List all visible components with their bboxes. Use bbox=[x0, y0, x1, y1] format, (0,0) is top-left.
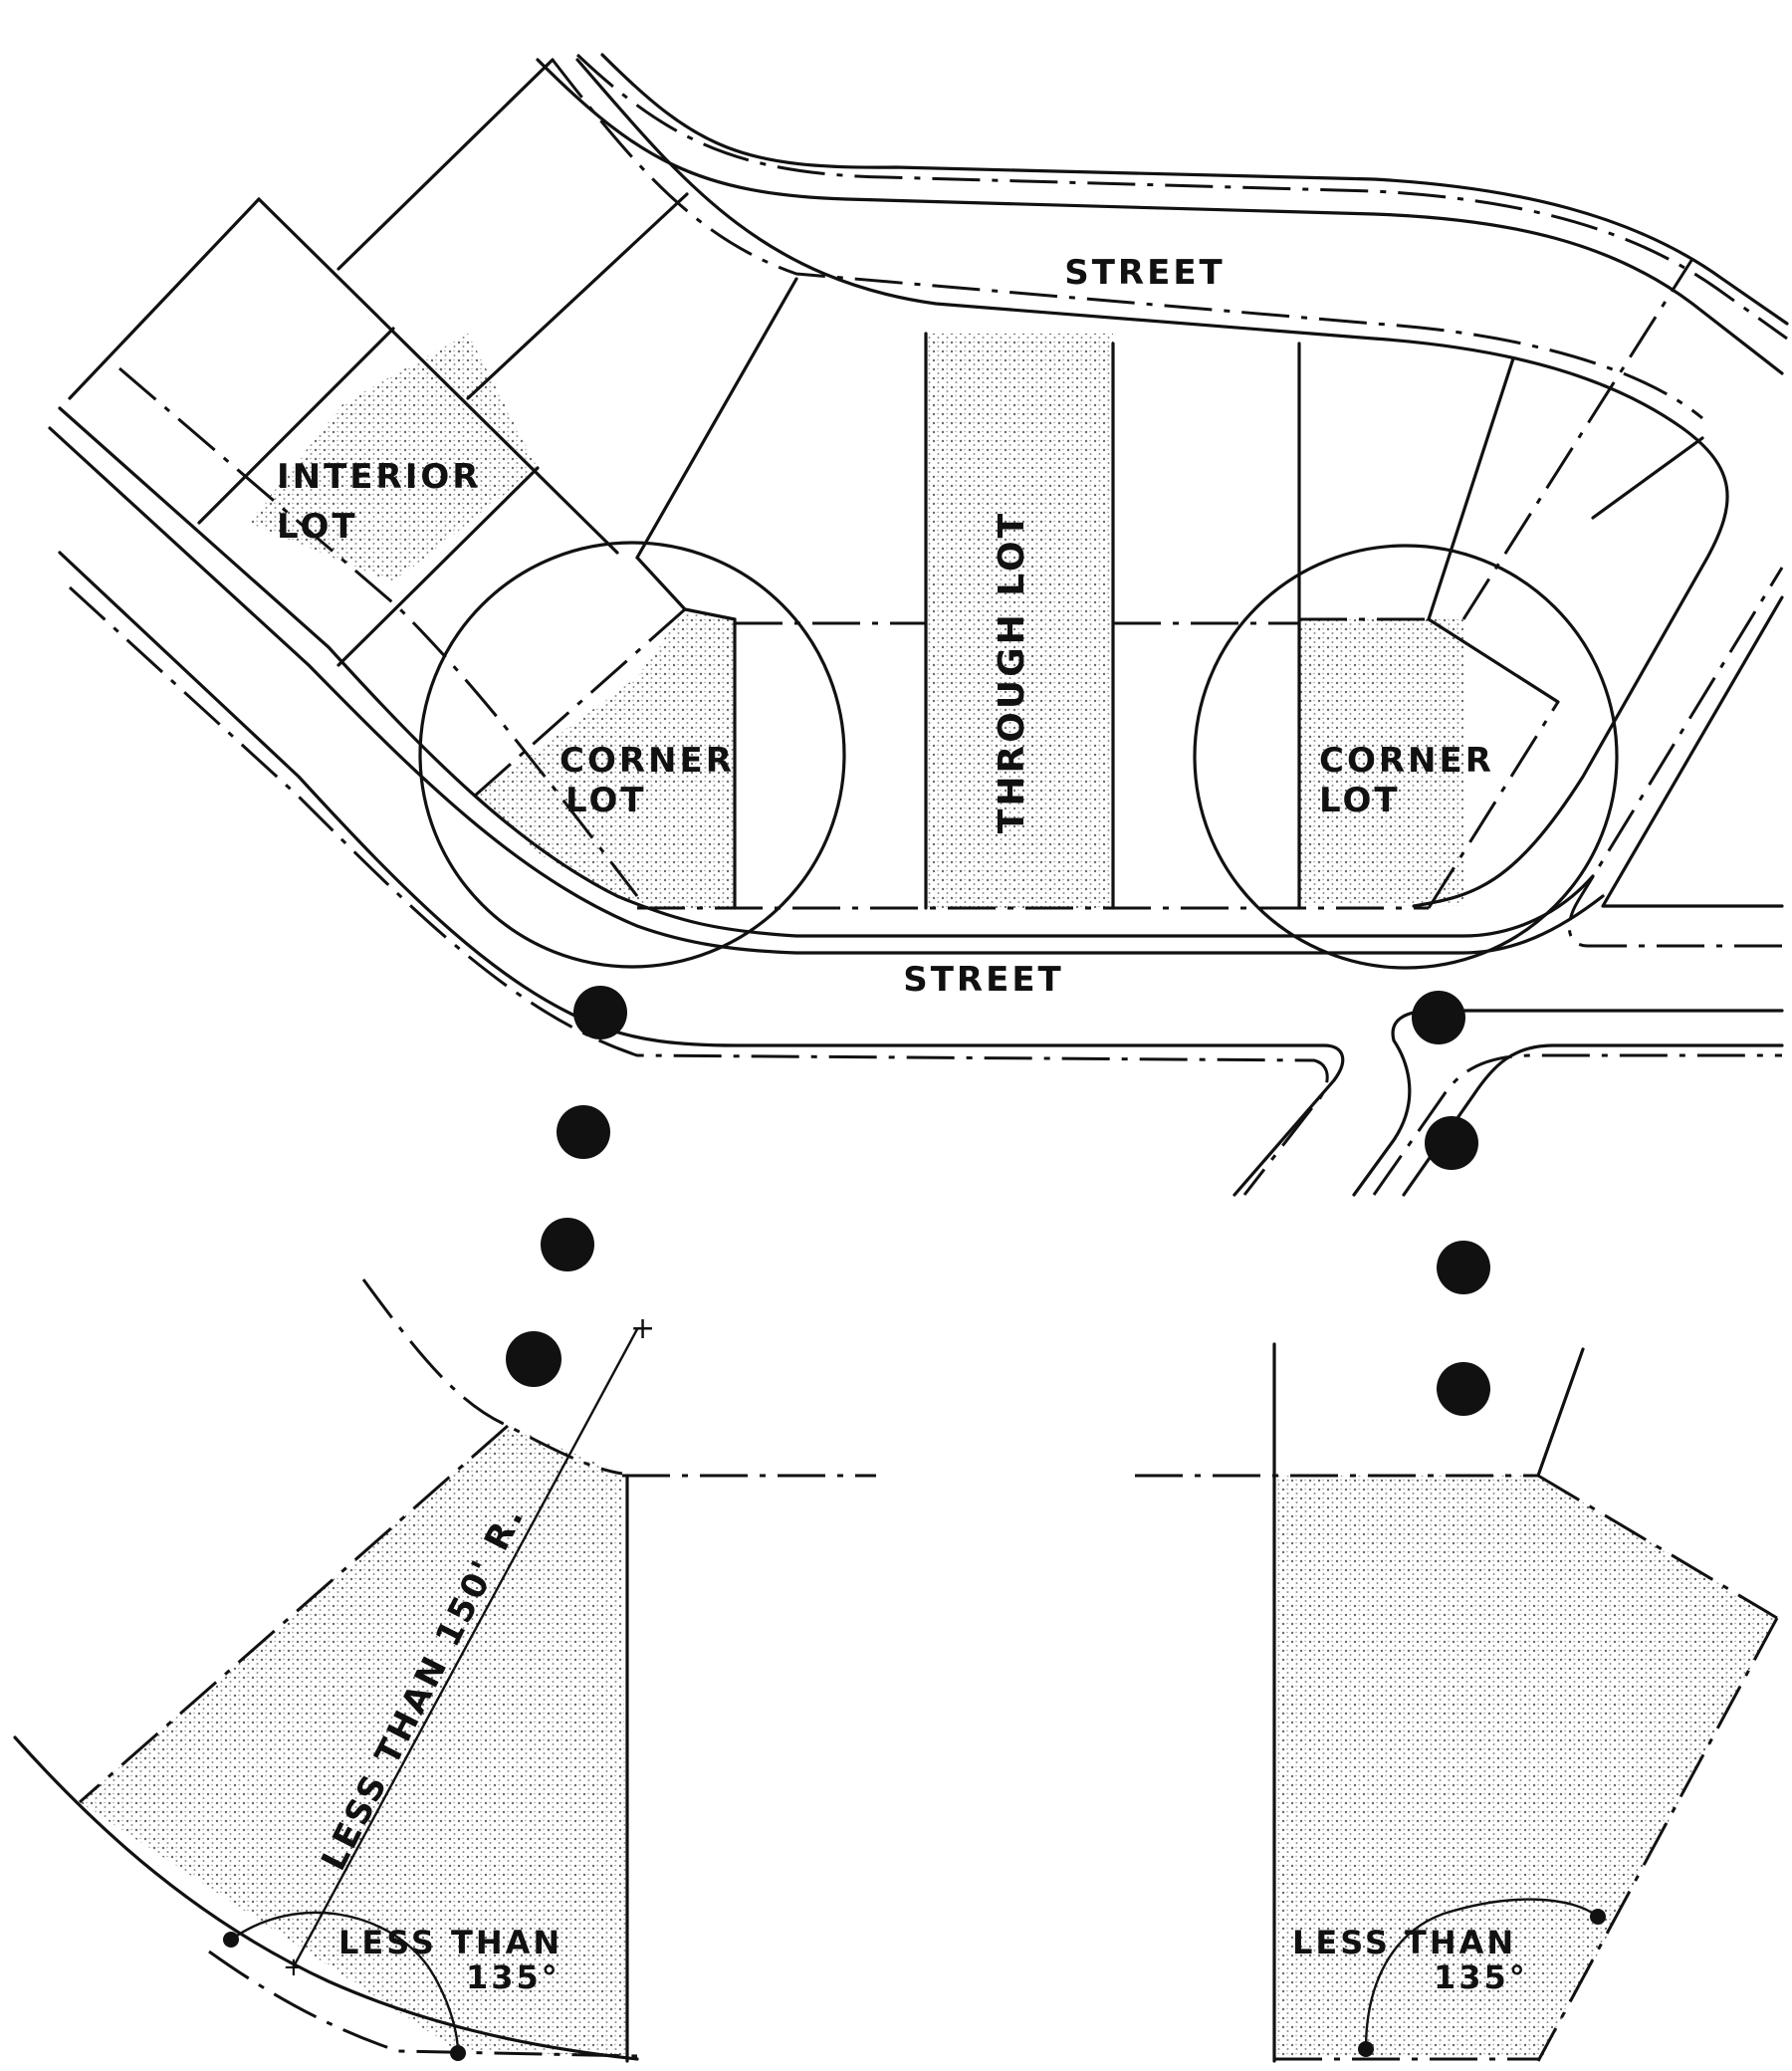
east-lower-block-curb bbox=[1601, 595, 1784, 908]
top-map: STREET STREET INTERIOR LOT THROUGH LOT C… bbox=[48, 53, 1789, 1197]
angle-point-right bbox=[1590, 1909, 1606, 1925]
corner-lot-right-circle bbox=[1193, 544, 1619, 970]
corner-lot-left-circle bbox=[418, 541, 846, 969]
upper-street-left-curb bbox=[575, 58, 1729, 908]
east-lower-block-row bbox=[1567, 567, 1784, 948]
detail-left-lot-shading bbox=[80, 1426, 627, 2056]
street-label-top: STREET bbox=[1064, 253, 1226, 293]
detail-right-lot-shading bbox=[1274, 1476, 1777, 2056]
interior-lot-label-line1: INTERIOR bbox=[277, 457, 481, 497]
street-label-middle: STREET bbox=[903, 960, 1064, 1000]
corner-lot-left-shading bbox=[474, 609, 735, 908]
angle-point-right bbox=[1358, 2041, 1374, 2057]
interior-lot-label-line2: LOT bbox=[277, 507, 358, 547]
lot-line bbox=[635, 277, 798, 560]
angle-arc-left bbox=[229, 1911, 460, 2055]
lot-line bbox=[683, 607, 737, 621]
angle-label-right-line2: 135° bbox=[1434, 1958, 1528, 1996]
connector-dot bbox=[1437, 1362, 1490, 1416]
lot-line bbox=[336, 58, 555, 271]
connector-dots-right bbox=[1412, 991, 1490, 1416]
detail-right-lot-line bbox=[1536, 1347, 1585, 1478]
upper-street-left-row bbox=[551, 59, 1703, 420]
lot-line bbox=[336, 466, 540, 667]
corner-lot-left-label-line2: LOT bbox=[565, 781, 647, 820]
lot-line bbox=[1427, 701, 1560, 909]
upper-street-outer-row bbox=[575, 53, 1788, 341]
lot-line bbox=[1427, 617, 1560, 704]
lot-line bbox=[257, 197, 619, 555]
angle-point-left bbox=[450, 2045, 466, 2061]
radius-line bbox=[292, 1327, 639, 1968]
upper-street-inner-curb bbox=[600, 53, 1789, 326]
main-street-north-row bbox=[118, 366, 639, 897]
detail-left-lot-line bbox=[79, 1424, 509, 1804]
detail-left: + + LESS THAN 150' R. LESS THAN 135° bbox=[13, 1278, 876, 2063]
corner-lot-left-label-line1: CORNER bbox=[560, 741, 735, 781]
upper-street-outer-curb bbox=[536, 58, 1784, 375]
main-street-south-curb-2 bbox=[1352, 1009, 1784, 1197]
interior-lot-shading bbox=[249, 334, 538, 582]
through-lot-label: THROUGH LOT bbox=[992, 511, 1032, 833]
connector-dot bbox=[573, 986, 627, 1039]
detail-left-bottom-row bbox=[208, 1950, 638, 2058]
main-street-inner-north bbox=[48, 426, 1605, 955]
lot-line bbox=[1427, 356, 1515, 621]
corner-lot-right-label-line1: CORNER bbox=[1319, 741, 1494, 781]
detail-right-lot-line bbox=[1537, 1474, 1778, 1620]
angle-label-right-line1: LESS THAN bbox=[1292, 1924, 1516, 1961]
corner-lot-right-shading bbox=[1299, 619, 1463, 906]
side-street-east-curb bbox=[1402, 1043, 1784, 1197]
radius-end-mark: + bbox=[283, 1953, 305, 1982]
through-lot-shading bbox=[926, 334, 1113, 908]
radius-center-mark: + bbox=[630, 1311, 655, 1346]
connector-dots-left bbox=[506, 986, 627, 1387]
detail-left-street-curve bbox=[361, 1278, 623, 1476]
lot-line bbox=[466, 192, 689, 400]
connector-dot bbox=[1437, 1241, 1490, 1294]
main-street-south-row bbox=[68, 585, 1329, 1196]
angle-arc-right bbox=[1364, 1898, 1600, 2051]
connector-dot bbox=[1425, 1116, 1478, 1170]
lot-line bbox=[473, 607, 686, 799]
lot-line bbox=[635, 556, 687, 611]
detail-right: LESS THAN 135° bbox=[1135, 1342, 1779, 2063]
lot-line bbox=[1591, 436, 1704, 520]
angle-label-left-line1: LESS THAN bbox=[338, 1924, 562, 1961]
lot-line bbox=[1461, 258, 1694, 620]
lot-line bbox=[68, 197, 261, 400]
connector-dot bbox=[1412, 991, 1465, 1044]
angle-point-left bbox=[223, 1932, 239, 1948]
detail-right-lot-line bbox=[1536, 1617, 1779, 2062]
detail-left-bottom-street bbox=[13, 1735, 639, 2061]
connector-dot bbox=[557, 1105, 610, 1159]
lot-line bbox=[197, 327, 395, 525]
connector-dot bbox=[506, 1331, 561, 1387]
corner-lot-right-label-line2: LOT bbox=[1319, 781, 1401, 820]
side-street-east-row bbox=[1372, 1053, 1782, 1196]
main-street-north-curb bbox=[58, 406, 1595, 938]
connector-dot bbox=[541, 1218, 594, 1271]
angle-label-left-line2: 135° bbox=[466, 1958, 560, 1996]
